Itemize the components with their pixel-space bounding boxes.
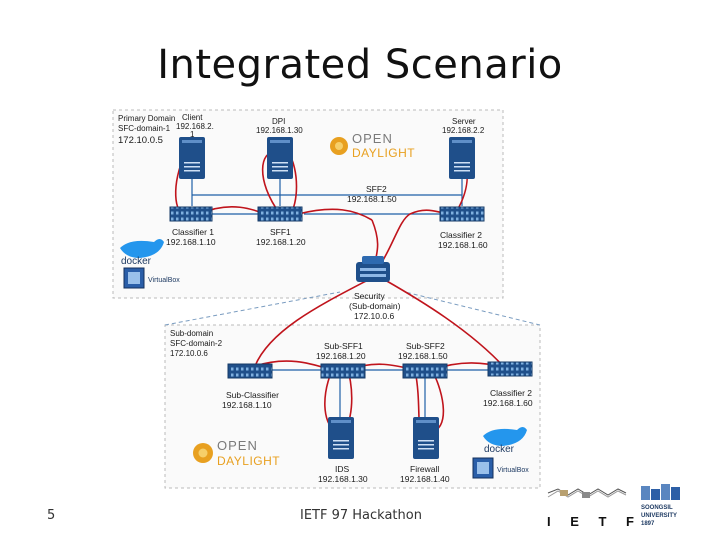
firewall-server-icon: [413, 417, 439, 459]
sub-domain-ip: 172.10.0.6: [170, 349, 208, 358]
primary-domain-box: [112, 109, 504, 299]
svg-text:VirtualBox: VirtualBox: [148, 277, 180, 284]
sub-sff2-ip: 192.168.1.50: [398, 351, 448, 361]
virtualbox-logo-top: VirtualBox: [123, 267, 180, 289]
firewall-ip: 192.168.1.40: [400, 474, 450, 484]
classifier1-ip: 192.168.1.10: [166, 237, 216, 247]
dpi-ip: 192.168.1.30: [256, 126, 303, 135]
sff1-name: SFF1: [270, 227, 291, 237]
sff1-switch-icon: [257, 206, 303, 222]
svg-text:docker: docker: [484, 444, 515, 455]
opendaylight-logo-bottom: OPEN DAYLIGHT: [193, 438, 280, 468]
firewall-name: Firewall: [410, 464, 439, 474]
svg-text:OPEN: OPEN: [217, 438, 258, 453]
security-ip: 172.10.0.6: [354, 311, 394, 321]
classifier2-bottom-switch-icon: [487, 361, 533, 377]
classifier2-bottom-ip: 192.168.1.60: [483, 398, 533, 408]
classifier2-top-ip: 192.168.1.60: [438, 240, 488, 250]
svg-text:SOONGSIL: SOONGSIL: [641, 505, 673, 511]
ids-server-icon: [328, 417, 354, 459]
primary-domain-label: Primary Domain: [118, 114, 175, 123]
sub-sff2-switch-icon: [402, 363, 448, 379]
classifier2-bottom-name: Classifier 2: [490, 388, 532, 398]
sff2-ip: 192.168.1.50: [347, 194, 397, 204]
classifier1-switch-icon: [169, 206, 213, 222]
classifier2-top-switch-icon: [439, 206, 485, 222]
server-name: Server: [452, 117, 476, 126]
sub-classifier-ip: 192.168.1.10: [222, 400, 272, 410]
docker-logo-top: docker: [120, 239, 164, 267]
svg-text:docker: docker: [121, 256, 152, 267]
ietf-logo: I E T F: [547, 488, 642, 529]
svg-text:OPEN: OPEN: [352, 131, 393, 146]
dpi-name: DPI: [272, 117, 285, 126]
sub-domain-label: Sub-domain: [170, 329, 213, 338]
sub-sff2-name: Sub-SFF2: [406, 341, 445, 351]
classifier2-top-name: Classifier 2: [440, 230, 482, 240]
client-name: Client: [182, 113, 203, 122]
client-ip2: 1: [190, 130, 195, 139]
zoom-line-left: [164, 291, 341, 326]
svg-text:VirtualBox: VirtualBox: [497, 467, 529, 474]
footer-text: IETF 97 Hackathon: [300, 508, 422, 523]
client-ip1: 192.168.2.: [176, 122, 214, 131]
server-server-icon: [449, 137, 475, 179]
primary-links: [191, 178, 463, 215]
classifier1-name: Classifier 1: [172, 227, 214, 237]
svg-text:1897: 1897: [641, 521, 655, 527]
client-server-icon: [179, 137, 205, 179]
virtualbox-logo-bottom: VirtualBox: [472, 457, 529, 479]
svg-text:DAYLIGHT: DAYLIGHT: [217, 454, 280, 468]
sub-classifier-name: Sub-Classifier: [226, 390, 279, 400]
ids-ip: 192.168.1.30: [318, 474, 368, 484]
sub-domain-sfc: SFC-domain-2: [170, 339, 223, 348]
server-ip: 192.168.2.2: [442, 126, 485, 135]
slide-title: Integrated Scenario: [157, 42, 563, 88]
page-number: 5: [47, 508, 56, 523]
zoom-line-right: [404, 291, 541, 326]
security-name: Security: [354, 291, 385, 301]
primary-domain-ip: 172.10.0.5: [118, 135, 163, 146]
svg-text:DAYLIGHT: DAYLIGHT: [352, 146, 415, 160]
sff1-ip: 192.168.1.20: [256, 237, 306, 247]
docker-logo-bottom: docker: [483, 427, 527, 455]
security-sub: (Sub-domain): [349, 301, 401, 311]
security-router-icon: [356, 256, 390, 282]
primary-domain-sfc: SFC-domain-1: [118, 124, 171, 133]
ids-name: IDS: [335, 464, 350, 474]
sub-sff1-switch-icon: [320, 363, 366, 379]
sub-sff1-name: Sub-SFF1: [324, 341, 363, 351]
sub-sff1-ip: 192.168.1.20: [316, 351, 366, 361]
svg-text:UNIVERSITY: UNIVERSITY: [641, 513, 677, 519]
opendaylight-logo-top: OPEN DAYLIGHT: [330, 131, 415, 160]
dpi-server-icon: [267, 137, 293, 179]
svg-text:I E T F: I E T F: [547, 514, 642, 529]
sub-classifier-switch-icon: [227, 363, 273, 379]
sff2-name: SFF2: [366, 184, 387, 194]
sub-links: [255, 369, 500, 418]
soongsil-university-logo: SOONGSIL UNIVERSITY 1897: [641, 484, 680, 527]
